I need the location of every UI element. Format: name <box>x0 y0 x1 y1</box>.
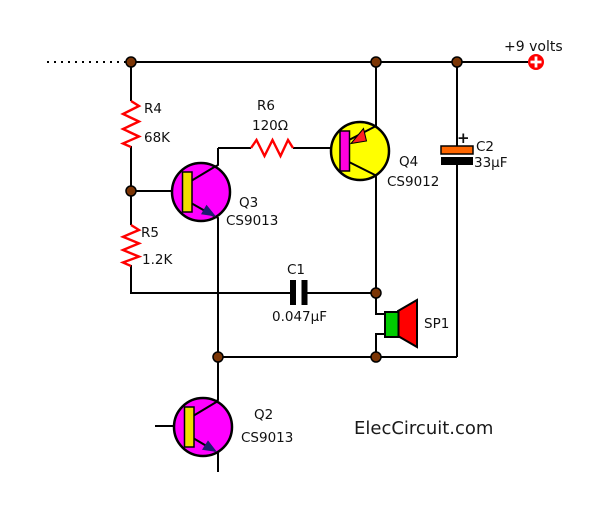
resistor-r4 <box>120 99 142 149</box>
q3-collector-lead <box>190 165 217 182</box>
r6-value-label: 120Ω <box>252 118 288 134</box>
speaker-bottom-terminal-wire <box>375 333 385 357</box>
c2-negative-plate <box>441 157 473 165</box>
q4-emitter-arrow <box>349 127 368 145</box>
resistor-r5 <box>119 223 143 268</box>
r4-value-label: 68K <box>144 130 171 146</box>
supply-terminal-icon <box>528 54 544 70</box>
transistor-q4 <box>329 120 391 182</box>
q2-emitter-arrow <box>202 440 217 452</box>
q3-body <box>170 161 232 223</box>
junction-dot <box>451 56 463 68</box>
junction-dot <box>370 56 382 68</box>
capacitor-c2 <box>440 145 474 165</box>
q2-body <box>172 396 234 458</box>
q4-collector-wire <box>349 162 377 293</box>
q3-part-label: CS9013 <box>226 213 278 229</box>
c2-value-label: 33µF <box>474 155 508 171</box>
speaker-top-terminal-wire <box>375 293 385 315</box>
q3-ref-label: Q3 <box>239 195 258 211</box>
transistor-q2 <box>172 396 234 458</box>
watermark-text: ElecCircuit.com <box>354 418 493 439</box>
transistor-q3 <box>170 161 232 223</box>
r5-to-c1-wire <box>130 265 290 294</box>
c2-positive-plate <box>440 145 474 155</box>
resistor-r6 <box>250 137 295 159</box>
c1-right-plate <box>301 280 308 305</box>
r4-ref-label: R4 <box>144 101 162 117</box>
q3-emitter-arrow <box>201 204 216 217</box>
capacitor-c1 <box>290 280 308 305</box>
plus-icon <box>530 56 542 68</box>
q2-collector-lead <box>192 400 219 417</box>
q2-part-label: CS9013 <box>241 430 293 446</box>
r6-ref-label: R6 <box>257 98 275 114</box>
c2-ref-label: C2 <box>476 139 494 155</box>
c2-polarity-label: + <box>457 129 470 147</box>
speaker-sp1-icon <box>384 298 418 349</box>
junction-dots <box>125 56 463 363</box>
junction-dot <box>212 351 224 363</box>
junction-dot <box>125 185 137 197</box>
r5-value-label: 1.2K <box>142 252 173 268</box>
junction-dot <box>125 56 137 68</box>
q2-ref-label: Q2 <box>254 407 273 423</box>
speaker-body <box>384 311 400 338</box>
c1-ref-label: C1 <box>287 262 305 278</box>
q4-base-bar <box>339 130 351 172</box>
junction-dot <box>370 351 382 363</box>
supply-voltage-label: +9 volts <box>504 39 563 55</box>
c1-value-label: 0.047µF <box>272 309 327 325</box>
junction-dot <box>370 287 382 299</box>
q4-collector-lead <box>348 161 378 177</box>
speaker-cone <box>397 298 418 349</box>
c1-left-plate <box>290 280 296 305</box>
q3-base-bar <box>181 171 193 213</box>
sp1-ref-label: SP1 <box>424 316 449 332</box>
q4-ref-label: Q4 <box>399 154 418 170</box>
q4-part-label: CS9012 <box>387 174 439 190</box>
q3-emitter-wire <box>191 202 219 357</box>
q2-base-bar <box>183 406 195 448</box>
r5-ref-label: R5 <box>141 225 159 241</box>
